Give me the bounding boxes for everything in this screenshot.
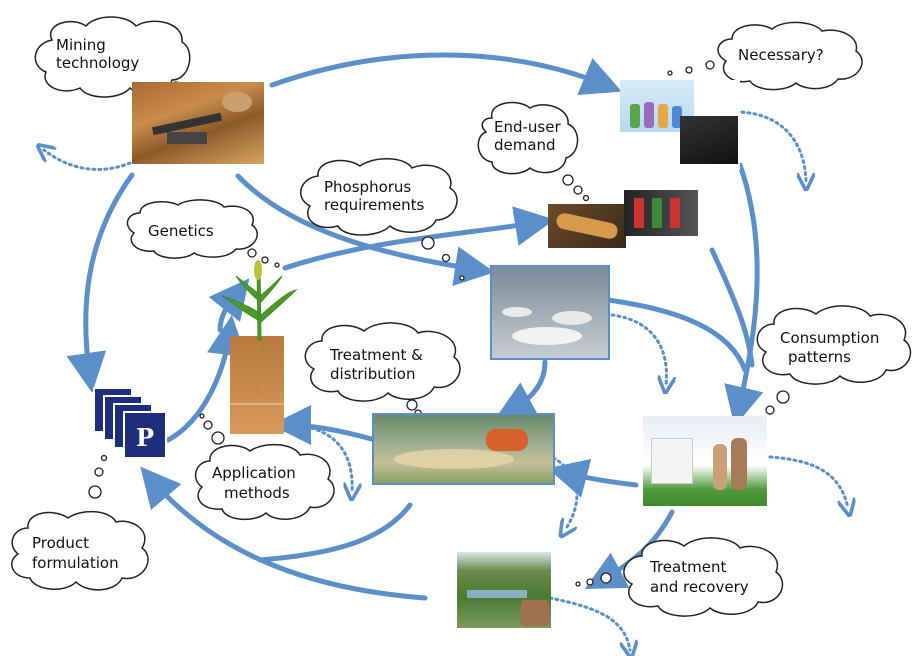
arrow-household-to-manure: [547, 458, 639, 498]
cloud-enduser-line1: End-user: [494, 118, 561, 136]
loss-arrows: [44, 110, 848, 650]
crop-plant-in-soil: [221, 260, 298, 434]
arrow-crop-up: [208, 278, 250, 333]
cloud-treatment-rec-bubbles: [575, 572, 612, 587]
arrow-recovery-to-fertilizer: [140, 466, 428, 601]
cloud-treatment-rec-line1: Treatment: [649, 558, 726, 576]
cloud-consumption-line2: patterns: [788, 348, 851, 366]
cloud-application-bubbles: [199, 413, 225, 445]
mining-photo: [132, 82, 264, 164]
cloud-product-line2: formulation: [32, 554, 119, 572]
arrow-food-to-household: [709, 247, 755, 368]
recovery-wetland-photo: [457, 552, 551, 628]
cloud-phosphorus-line1: Phosphorus: [324, 178, 411, 196]
arrow-industry-to-household: [724, 162, 764, 427]
cloud-treatment-dist-line1: Treatment &: [329, 346, 423, 364]
livestock-photo: [490, 265, 610, 360]
cloud-mining: Mining technology: [34, 16, 191, 98]
cloud-genetics-text: Genetics: [148, 222, 214, 240]
cloud-application-line1: Application: [212, 464, 296, 482]
industrial-products-photo: [620, 80, 740, 170]
cloud-application: Application methods: [194, 443, 335, 521]
arrow-fertilizer-to-crop: [165, 315, 247, 443]
arrow-livestock-to-household: [605, 297, 748, 373]
cloud-product-bubbles: [88, 454, 108, 499]
cloud-phosphorus: Phosphorus requirements: [300, 158, 458, 236]
cloud-enduser: End-user demand: [477, 101, 579, 175]
cloud-necessary-text: Necessary?: [738, 46, 824, 64]
cloud-genetics-bubbles: [247, 248, 280, 268]
cloud-genetics: Genetics: [126, 199, 258, 259]
cloud-necessary: Necessary?: [717, 21, 863, 91]
cloud-treatment-rec: Treatment and recovery: [623, 537, 784, 617]
cloud-phosphorus-line2: requirements: [324, 196, 425, 214]
cloud-treatment-dist-line2: distribution: [330, 365, 415, 383]
cloud-product: Product formulation: [11, 510, 149, 591]
flow-arrows: [66, 52, 764, 601]
cloud-consumption: Consumption patterns: [756, 305, 912, 385]
manure-spreading-photo: [372, 413, 555, 485]
fertilizer-p-label: P: [136, 423, 154, 452]
food-and-fuel-photo: [548, 190, 698, 248]
cloud-mining-line1: Mining: [56, 36, 106, 54]
cloud-treatment-dist: Treatment & distribution: [304, 322, 461, 402]
fertilizer-bags: P: [93, 387, 167, 459]
arrow-livestock-to-manure: [494, 359, 548, 420]
household-photo: [643, 416, 767, 506]
cloud-mining-line2: technology: [56, 54, 139, 72]
arrow-manure-to-product: [257, 502, 413, 563]
cloud-consumption-line1: Consumption: [780, 329, 879, 347]
arrow-mine-to-industry: [269, 52, 622, 96]
arrow-mine-to-fertilizer: [66, 172, 135, 393]
cloud-enduser-line2: demand: [494, 136, 556, 154]
cloud-enduser-bubbles: [562, 174, 590, 202]
arrow-crop-to-food: [282, 206, 555, 271]
cloud-phosphorus-bubbles: [421, 236, 465, 281]
cloud-application-line2: methods: [224, 484, 290, 502]
cloud-necessary-bubbles: [667, 60, 715, 76]
cloud-consumption-bubbles: [759, 390, 790, 424]
cloud-product-line1: Product: [32, 534, 89, 552]
arrow-mine-to-livestock: [235, 173, 495, 287]
cloud-treatment-rec-line2: and recovery: [650, 578, 749, 596]
